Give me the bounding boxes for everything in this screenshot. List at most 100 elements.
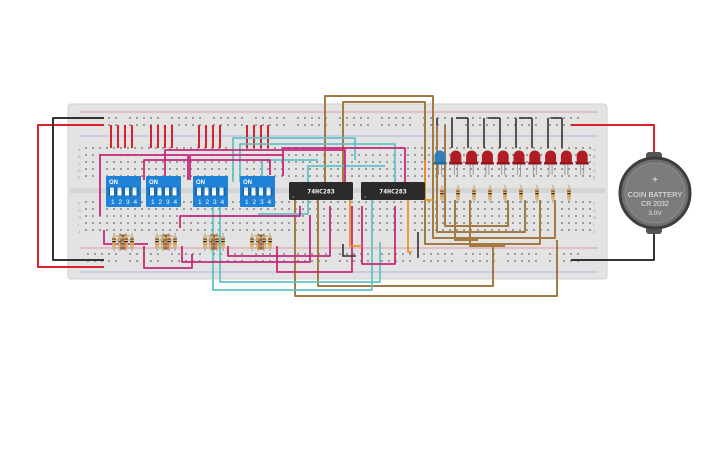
wire-magenta[interactable] (282, 147, 406, 182)
dip-pin-number: 4 (174, 199, 178, 206)
led-blue[interactable] (433, 150, 447, 175)
resistor[interactable] (207, 242, 221, 246)
dip-toggle[interactable] (172, 187, 177, 196)
dip-on-label: ON (196, 180, 205, 186)
dip-pin-number: 4 (221, 199, 225, 206)
dip-toggle[interactable] (132, 187, 137, 196)
wire-black[interactable] (342, 244, 356, 257)
led-red[interactable] (465, 150, 479, 175)
dip-toggle[interactable] (165, 187, 169, 196)
chip-74hc283-1[interactable]: 74HC283 (289, 182, 353, 200)
resistor[interactable] (116, 242, 130, 246)
dip-toggle[interactable] (204, 187, 209, 196)
wire-brown[interactable] (294, 200, 558, 297)
led-red[interactable] (559, 150, 573, 175)
wire-black-battery[interactable] (571, 230, 655, 261)
row-letter: C (593, 161, 596, 166)
dip-toggle[interactable] (244, 187, 248, 196)
wire-magenta[interactable] (276, 206, 353, 273)
resistor[interactable] (250, 233, 254, 251)
wire-magenta[interactable] (227, 206, 331, 257)
dip-on-label: ON (109, 180, 118, 186)
wire-magenta[interactable] (179, 206, 301, 228)
dip-pin-number: 4 (134, 199, 138, 206)
resistor[interactable] (221, 233, 225, 251)
led-red[interactable] (512, 150, 526, 175)
wire-red-left-rail[interactable] (37, 124, 104, 268)
resistor[interactable] (130, 233, 134, 251)
dip-toggle[interactable] (125, 187, 129, 196)
wire-brown[interactable] (436, 125, 526, 233)
row-letter: G (78, 208, 81, 213)
dip-toggle[interactable] (266, 187, 271, 196)
dip-toggle[interactable] (219, 187, 224, 196)
resistor[interactable] (159, 242, 173, 246)
dip-toggle[interactable] (251, 187, 256, 196)
wire-brown[interactable] (469, 200, 505, 247)
resistor[interactable] (551, 185, 555, 203)
led-red[interactable] (528, 150, 542, 175)
dip-toggle[interactable] (150, 187, 154, 196)
dip-toggle[interactable] (259, 187, 263, 196)
dip-toggle[interactable] (212, 187, 216, 196)
wire-brown[interactable] (317, 200, 494, 287)
row-letters-left: A B C D E F G H I J (78, 147, 81, 234)
wire-cyan[interactable] (239, 143, 396, 182)
resistor[interactable] (116, 246, 130, 250)
resistor[interactable] (503, 185, 507, 203)
resistor[interactable] (207, 246, 221, 250)
wire-magenta[interactable] (181, 215, 311, 263)
wire-magenta[interactable] (189, 154, 283, 180)
wire-magenta[interactable] (361, 206, 396, 265)
chip-74hc283-2[interactable]: 74HC283 (361, 182, 425, 200)
row-letter: H (78, 215, 81, 220)
resistor[interactable] (173, 233, 177, 251)
resistor[interactable] (519, 185, 523, 203)
resistor[interactable] (488, 185, 492, 203)
wire-magenta[interactable] (143, 246, 193, 269)
resistor[interactable] (535, 185, 539, 203)
wire-brown[interactable] (324, 95, 556, 239)
resistor[interactable] (268, 233, 272, 251)
wire-red-battery[interactable] (571, 124, 655, 158)
row-letter: J (78, 229, 80, 234)
wire-orange[interactable] (424, 160, 433, 201)
resistor[interactable] (203, 233, 207, 251)
led-red[interactable] (480, 150, 494, 175)
wire-magenta[interactable] (164, 149, 346, 182)
coin-battery[interactable]: + COIN BATTERY CR 2032 3.0V (618, 152, 692, 234)
led-red[interactable] (544, 150, 558, 175)
resistor[interactable] (567, 185, 571, 203)
resistor[interactable] (254, 242, 268, 246)
led-red[interactable] (496, 150, 510, 175)
dip-toggle[interactable] (157, 187, 162, 196)
wire-orange[interactable] (407, 200, 412, 253)
wire-orange[interactable] (349, 200, 362, 247)
dip-toggle[interactable] (117, 187, 122, 196)
resistor[interactable] (472, 185, 476, 203)
resistor[interactable] (440, 185, 444, 203)
dip-pin-number: 4 (268, 199, 272, 206)
wire-magenta[interactable] (143, 159, 271, 180)
dip-toggle[interactable] (110, 187, 114, 196)
wire-black-left-rail[interactable] (52, 117, 104, 261)
resistor[interactable] (112, 233, 116, 251)
chip-label: 74HC283 (379, 188, 406, 196)
resistor[interactable] (155, 233, 159, 251)
resistor[interactable] (159, 246, 173, 250)
resistor[interactable] (456, 185, 460, 203)
resistor[interactable] (254, 246, 268, 250)
dip-toggle[interactable] (197, 187, 201, 196)
wire-brown[interactable] (444, 125, 509, 227)
dip-pin-number: 1 (151, 199, 155, 206)
led-red[interactable] (449, 150, 463, 175)
row-letters-right: A B C D E F G H I J (593, 147, 596, 234)
led-red[interactable] (575, 150, 589, 175)
wire-cyan[interactable] (219, 200, 381, 283)
wire-magenta[interactable] (99, 154, 189, 216)
